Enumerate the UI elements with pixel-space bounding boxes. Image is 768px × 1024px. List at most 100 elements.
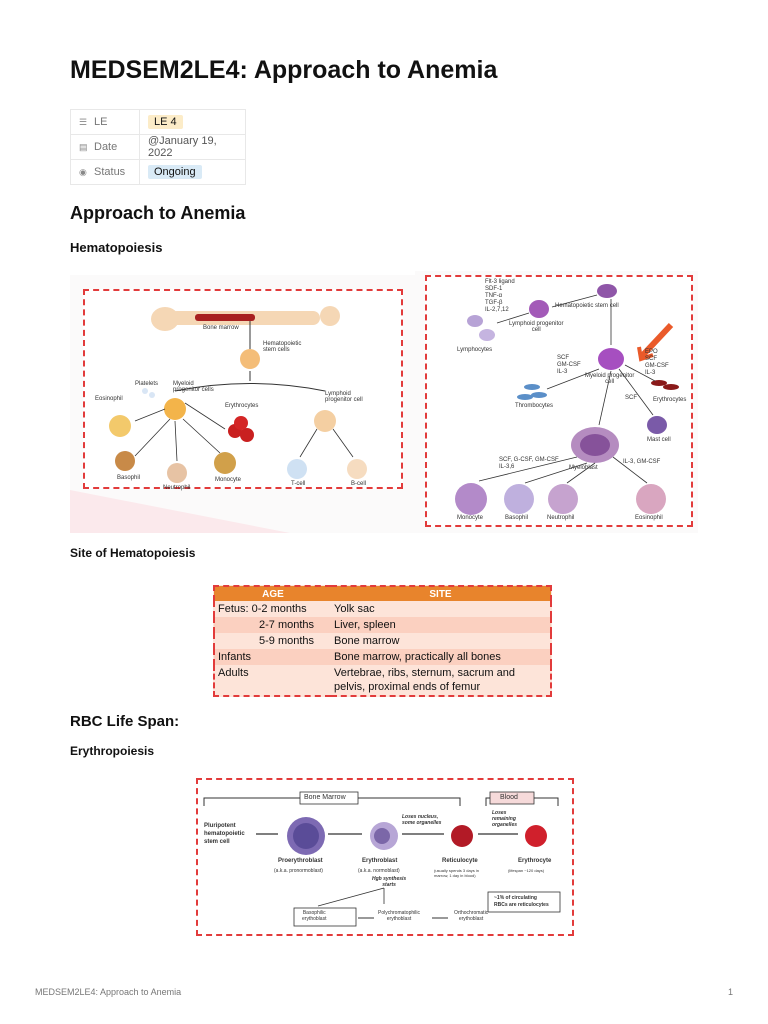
thrombocyte — [517, 394, 533, 400]
eosinophil-cell — [636, 484, 666, 514]
table-row: 5-9 months Bone marrow — [214, 633, 551, 649]
basophilic-box — [293, 907, 357, 927]
hematopoiesis-cytokine-svg — [455, 284, 679, 515]
le-tag[interactable]: LE 4 — [148, 115, 183, 129]
reticulocyte-cell — [451, 825, 473, 847]
age-cell: Adults — [218, 667, 249, 679]
erythropoiesis-figure: Bone Marrow Blood Pluripotent hematopoie… — [196, 778, 574, 936]
myeloid-progenitor-cell — [598, 348, 624, 370]
mast-cell — [647, 416, 667, 434]
blood-box — [489, 791, 535, 805]
label-loses-remaining: Loses remaining organelles — [492, 810, 518, 828]
site-cell: Liver, spleen — [331, 617, 551, 633]
label-monocyte: Monocyte — [457, 515, 484, 521]
label-pluri: Pluripotent hematopoietic stem cell — [204, 823, 245, 845]
left-figure-frame: Bone marrow Hematopoietic stem cells Pla… — [83, 289, 403, 491]
bcell — [347, 459, 367, 479]
label-hgb: Hgb synthesis starts — [372, 876, 407, 888]
label-basophil: Basophil — [117, 475, 141, 481]
label-thrombocytes: Thrombocytes — [515, 403, 554, 409]
label-bone-marrow: Bone marrow — [203, 325, 239, 331]
col-site: SITE — [331, 586, 551, 601]
label-note: ~1% of circulating RBCs are reticulocyte… — [494, 895, 549, 908]
label-monocyte: Monocyte — [215, 477, 242, 483]
erythrocyte — [240, 428, 254, 442]
property-row-le: ☰LE LE 4 — [70, 109, 246, 135]
label-erythroblast: Erythroblast — [362, 858, 398, 864]
label-erythrocytes: Erythrocytes — [225, 403, 259, 409]
lymphocyte — [479, 329, 495, 341]
label-stem: Hematopoietic stem cells — [263, 341, 302, 353]
bone-marrow-box — [299, 791, 359, 805]
status-icon: ◉ — [79, 167, 87, 177]
age-cell: 2-7 months — [214, 617, 331, 633]
arrows — [134, 402, 354, 462]
list-icon: ☰ — [79, 117, 88, 127]
sub-arrows — [317, 887, 385, 907]
platelet — [142, 388, 148, 394]
label-lymphoid: Lymphoid progenitor cell — [325, 391, 363, 403]
site-table: AGE SITE Fetus: 0-2 months Yolk sac 2-7 … — [213, 585, 552, 697]
platelet — [149, 392, 155, 398]
note-box — [487, 891, 561, 913]
heading-approach: Approach to Anemia — [70, 203, 246, 223]
orange-arrow — [638, 322, 674, 360]
site-cell: Bone marrow — [334, 635, 400, 647]
orange-arrowhead — [637, 346, 654, 362]
label-epo: EPO SCF GM-CSF IL-3 — [645, 349, 669, 376]
label-erythroblast-sub: (a.k.a. normoblast) — [358, 868, 400, 874]
table-row: 2-7 months Liver, spleen — [214, 617, 551, 633]
label-reticulocyte-sub: (usually spends 3 days in marrow, 1 day … — [434, 868, 479, 878]
label-eosinophil: Eosinophil — [635, 515, 663, 521]
page-number: 1 — [728, 987, 734, 997]
label-reticulocyte: Reticulocyte — [442, 858, 478, 864]
label-basophilic: Basophilic erythoblast — [302, 910, 327, 922]
label-erythrocyte-sub: (lifespan ~120 days) — [508, 868, 545, 873]
property-row-status: ◉Status Ongoing — [70, 159, 246, 185]
label-poly: Polychromatophilic erythoblast — [378, 910, 420, 922]
date-value[interactable]: @January 19, 2022 — [148, 135, 217, 159]
label-proerythroblast-sub: (a.k.a. pronormoblast) — [274, 868, 323, 874]
hematopoiesis-figure-left: Bone marrow Hematopoietic stem cells Pla… — [70, 275, 415, 533]
neutrophil-cell — [548, 484, 578, 514]
site-cell: Vertebrae, ribs, sternum, sacrum and pel… — [334, 667, 515, 693]
marrow-shape — [195, 314, 255, 321]
label-scf1: SCF GM-CSF IL-3 — [557, 355, 581, 375]
label-ortho: Orthochromatic erythoblast — [454, 910, 489, 922]
status-tag[interactable]: Ongoing — [148, 165, 202, 179]
calendar-icon: ▤ — [79, 142, 88, 152]
hematopoiesis-tree-svg — [109, 306, 367, 483]
proerythroblast-nucleus — [293, 823, 319, 849]
tcell — [287, 459, 307, 479]
lymphoid-progenitor-cell — [529, 300, 549, 318]
site-cell: Yolk sac — [334, 603, 375, 615]
heading-site: Site of Hematopoiesis — [70, 546, 196, 560]
label-platelets: Platelets — [135, 381, 159, 387]
erythroblast-nucleus — [374, 828, 390, 844]
heading-rbc: RBC Life Span: — [70, 713, 180, 730]
footer-title: MEDSEM2LE4: Approach to Anemia — [35, 987, 182, 997]
erythrocyte — [234, 416, 248, 430]
label-erythrocytes: Erythrocytes — [653, 397, 687, 403]
arrows — [478, 294, 656, 484]
properties-table: ☰LE LE 4 ▤Date @January 19, 2022 ◉Status… — [70, 109, 246, 185]
erythrocyte-cell — [525, 825, 547, 847]
label-tcell: T-cell — [291, 481, 306, 487]
erythrocyte — [663, 384, 679, 390]
site-table-header: AGE SITE — [214, 586, 551, 601]
label-erythrocyte: Erythrocyte — [518, 858, 552, 864]
label-lymphocytes: Lymphocytes — [457, 347, 493, 353]
heading-hematopoiesis: Hematopoiesis — [70, 240, 163, 255]
label-basophil: Basophil — [505, 515, 529, 521]
myeloblast-nucleus — [580, 434, 610, 456]
label-myeloblast: Myeloblast — [569, 465, 598, 471]
basophil-cell — [504, 484, 534, 514]
heading-erythropoiesis: Erythropoiesis — [70, 744, 155, 758]
bone-end-right — [320, 306, 340, 326]
label-bcell: B-cell — [351, 481, 367, 487]
label-gcsf: SCF, G-CSF, GM-CSF IL-3,6 — [499, 457, 559, 470]
age-cell: Infants — [214, 649, 331, 665]
label-neutrophil: Neutrophil — [547, 515, 575, 521]
table-row: Adults Vertebrae, ribs, sternum, sacrum … — [214, 665, 551, 696]
label-myeloid: Myeloid progenitor cells — [173, 381, 214, 393]
